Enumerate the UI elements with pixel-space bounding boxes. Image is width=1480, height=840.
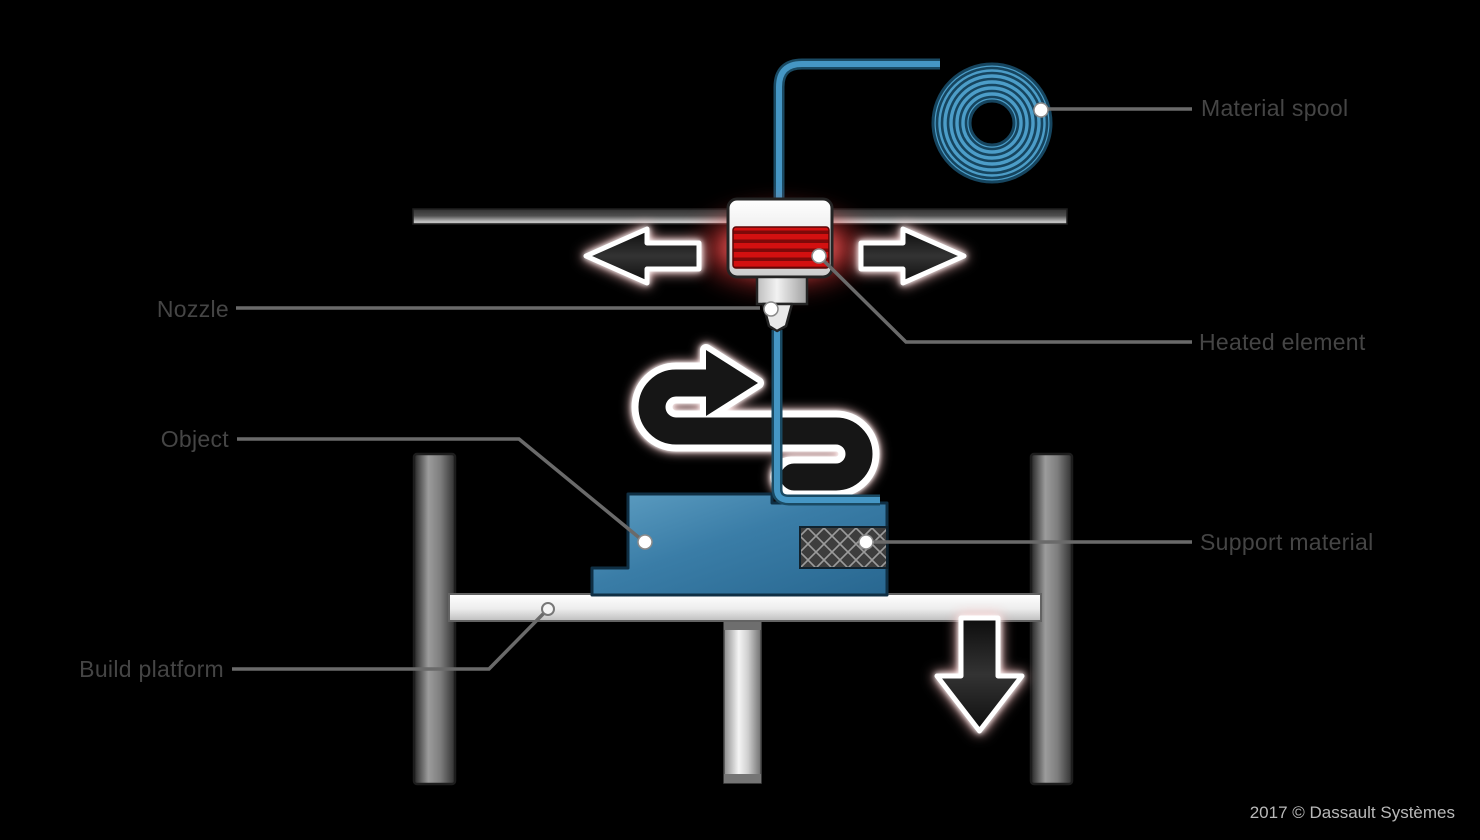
label-nozzle: Nozzle	[156, 296, 229, 322]
leader-heated-element	[819, 256, 1192, 344]
filament-feed-line	[773, 58, 940, 205]
leader-object	[237, 437, 644, 542]
marker-dots	[541, 102, 1049, 616]
copyright-text: 2017 © Dassault Systèmes	[1249, 803, 1455, 822]
label-material-spool: Material spool	[1201, 95, 1349, 121]
platform-down-arrow-icon	[934, 615, 1025, 734]
label-support-material: Support material	[1200, 529, 1374, 555]
filament-extruded-line	[771, 330, 880, 506]
heated-element-block	[732, 226, 830, 269]
print-head-group	[726, 197, 834, 333]
marker-material-spool	[1033, 102, 1049, 118]
marker-heated-element	[811, 248, 827, 264]
marker-support-material	[858, 534, 874, 550]
marker-object	[637, 534, 653, 550]
label-object: Object	[160, 426, 229, 452]
marker-nozzle	[763, 301, 779, 317]
move-right-arrow-icon	[858, 226, 967, 286]
move-left-arrow-icon	[583, 226, 702, 286]
leader-build-platform	[232, 609, 548, 671]
marker-build-platform	[541, 602, 555, 616]
nozzle-neck	[755, 275, 809, 306]
leader-lines	[232, 107, 1192, 671]
label-build-platform: Build platform	[79, 656, 224, 682]
material-spool-icon	[931, 62, 1053, 184]
support-material-block	[799, 526, 888, 569]
label-heated-element: Heated element	[1199, 329, 1366, 355]
platform-leg-center	[723, 620, 762, 784]
toolpath-arrow-icon	[631, 344, 880, 498]
